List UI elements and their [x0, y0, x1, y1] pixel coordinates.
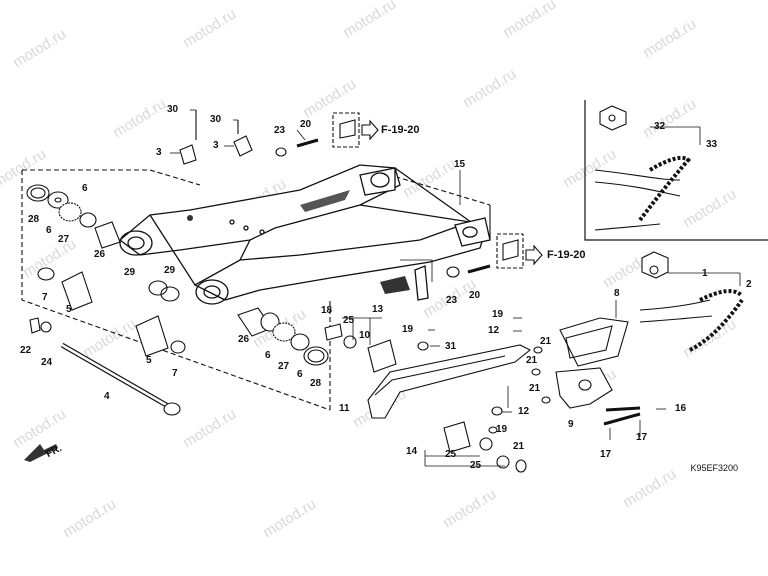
callout-25: 25	[445, 449, 457, 460]
callout-6: 6	[297, 369, 303, 380]
chain-guide	[531, 317, 641, 426]
callout-12: 12	[488, 325, 500, 336]
callout-23: 23	[274, 125, 286, 136]
leader-lines	[170, 109, 741, 467]
callout-33: 33	[706, 139, 718, 150]
callout-21: 21	[513, 441, 525, 452]
callout-17: 17	[600, 449, 612, 460]
callout-20: 20	[469, 290, 481, 301]
callout-22: 22	[20, 345, 32, 356]
ref-arrow-mid	[525, 244, 543, 266]
callout-17: 17	[636, 432, 648, 443]
callout-30: 30	[167, 104, 179, 115]
drive-chain-lower	[639, 251, 744, 352]
callout-27: 27	[58, 234, 70, 245]
callout-3: 3	[213, 140, 219, 151]
left-side-parts	[26, 184, 186, 357]
callout-19: 19	[492, 309, 504, 320]
callout-1: 1	[702, 268, 708, 279]
callout-19: 19	[402, 324, 414, 335]
callout-5: 5	[66, 304, 72, 315]
callout-21: 21	[526, 355, 538, 366]
callout-4: 4	[104, 391, 110, 402]
callout-28: 28	[28, 214, 40, 225]
right-pivot-parts	[237, 307, 329, 366]
callout-6: 6	[46, 225, 52, 236]
callout-18: 18	[321, 305, 333, 316]
callout-24: 24	[41, 357, 53, 368]
callout-10: 10	[359, 330, 371, 341]
callout-25: 25	[343, 315, 355, 326]
callout-16: 16	[675, 403, 687, 414]
pivot-bolt	[60, 342, 181, 416]
callout-20: 20	[300, 119, 312, 130]
callout-32: 32	[654, 121, 666, 132]
drive-chain-assembly	[584, 100, 768, 241]
callout-7: 7	[172, 368, 178, 379]
chain-slider	[367, 341, 532, 419]
callout-13: 13	[372, 304, 384, 315]
callout-27: 27	[278, 361, 290, 372]
brake-hose-clamps	[179, 110, 319, 165]
swingarm	[118, 164, 491, 305]
callout-23: 23	[446, 295, 458, 306]
callout-15: 15	[454, 159, 466, 170]
ref-box-mid	[496, 233, 524, 269]
callout-19: 19	[496, 424, 508, 435]
callout-5: 5	[146, 355, 152, 366]
section-reference-link[interactable]: F-19-20	[381, 124, 420, 136]
callout-21: 21	[529, 383, 541, 394]
callout-14: 14	[406, 446, 418, 457]
callout-6: 6	[265, 350, 271, 361]
ref-arrow-top	[361, 119, 379, 141]
callout-21: 21	[540, 336, 552, 347]
callout-26: 26	[238, 334, 250, 345]
callout-25: 25	[470, 460, 482, 471]
callout-29: 29	[164, 265, 176, 276]
callout-26: 26	[94, 249, 106, 260]
callout-31: 31	[445, 341, 457, 352]
callout-30: 30	[210, 114, 222, 125]
swingarm-group-outline	[21, 169, 331, 411]
callout-9: 9	[568, 419, 574, 430]
callout-2: 2	[746, 279, 752, 290]
front-direction-arrow	[24, 444, 58, 462]
callout-3: 3	[156, 147, 162, 158]
callout-28: 28	[310, 378, 322, 389]
callout-29: 29	[124, 267, 136, 278]
callout-6: 6	[82, 183, 88, 194]
callout-12: 12	[518, 406, 530, 417]
diagram-code: K95EF3200	[690, 463, 738, 473]
section-reference-link[interactable]: F-19-20	[547, 249, 586, 261]
callout-11: 11	[339, 403, 350, 414]
callout-8: 8	[614, 288, 620, 299]
callout-7: 7	[42, 292, 48, 303]
ref-box-top	[332, 112, 360, 148]
chain-rollers	[324, 323, 527, 473]
